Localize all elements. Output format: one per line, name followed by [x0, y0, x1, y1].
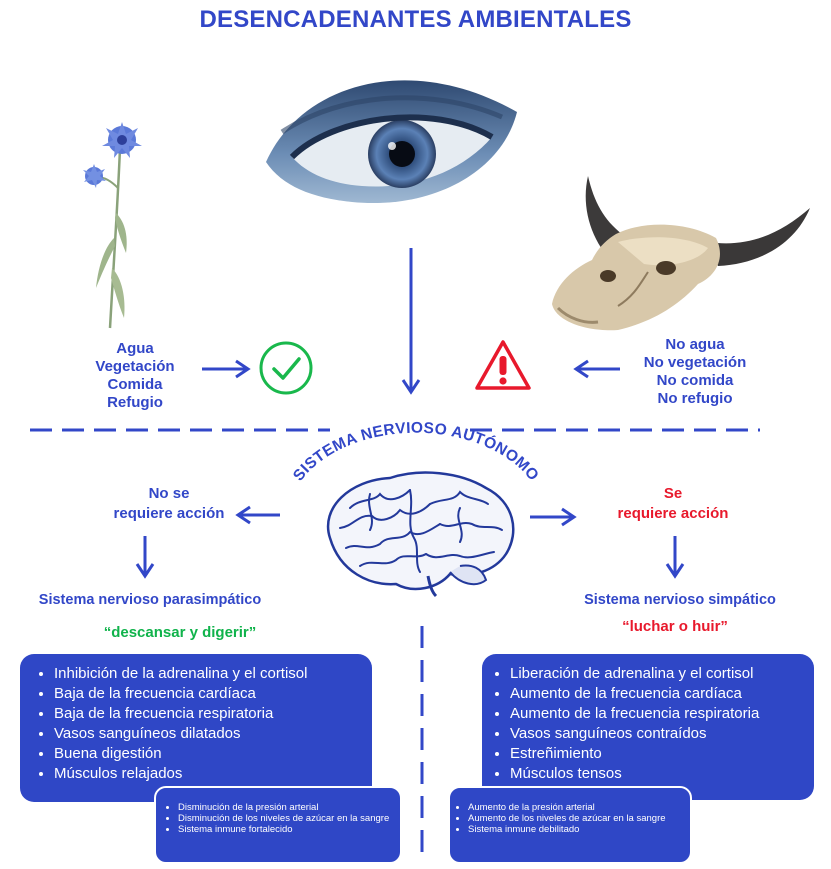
parasympathetic-motto: “descansar y digerir”	[60, 624, 300, 641]
eye-icon	[262, 62, 524, 212]
arrow-down-icon	[400, 246, 422, 396]
effects-list: Liberación de adrenalina y el cortisol A…	[484, 664, 808, 784]
brain-icon	[310, 468, 522, 598]
condition-item: Refugio	[80, 394, 190, 412]
condition-item: Agua	[80, 340, 190, 358]
list-item: Vasos sanguíneos contraídos	[510, 724, 808, 744]
arrow-right-icon	[528, 506, 578, 528]
list-item: Baja de la frecuencia cardíaca	[54, 684, 364, 704]
parasympathetic-effects-box: Inhibición de la adrenalina y el cortiso…	[20, 654, 372, 802]
list-item: Aumento de la frecuencia respiratoria	[510, 704, 808, 724]
secondary-effects-list: Aumento de la presión arterial Aumento d…	[450, 802, 684, 835]
sympathetic-title: Sistema nervioso simpático	[560, 592, 800, 608]
list-item: Vasos sanguíneos dilatados	[54, 724, 364, 744]
condition-item: No refugio	[630, 390, 760, 408]
arrow-down-icon	[664, 534, 686, 580]
list-item: Músculos relajados	[54, 764, 364, 784]
parasympathetic-secondary-box: Disminución de la presión arterial Dismi…	[154, 786, 402, 864]
skull-icon	[548, 172, 814, 334]
sympathetic-secondary-box: Aumento de la presión arterial Aumento d…	[448, 786, 692, 864]
list-item: Baja de la frecuencia respiratoria	[54, 704, 364, 724]
arrow-down-icon	[134, 534, 156, 580]
list-item: Disminución de los niveles de azúcar en …	[178, 813, 394, 824]
secondary-effects-list: Disminución de la presión arterial Dismi…	[160, 802, 394, 835]
bad-conditions-list: No agua No vegetación No comida No refug…	[630, 336, 760, 408]
sympathetic-effects-box: Liberación de adrenalina y el cortisol A…	[482, 654, 814, 800]
list-item: Músculos tensos	[510, 764, 808, 784]
arrow-left-icon	[234, 504, 282, 526]
condition-item: No vegetación	[630, 354, 760, 372]
condition-item: Comida	[80, 376, 190, 394]
list-item: Estreñimiento	[510, 744, 808, 764]
right-decision: Se requiere acción	[598, 484, 748, 524]
condition-item: Vegetación	[80, 358, 190, 376]
list-item: Sistema inmune debilitado	[468, 824, 684, 835]
list-item: Aumento de los niveles de azúcar en la s…	[468, 813, 684, 824]
condition-item: No comida	[630, 372, 760, 390]
list-item: Inhibición de la adrenalina y el cortiso…	[54, 664, 364, 684]
list-item: Sistema inmune fortalecido	[178, 824, 394, 835]
list-item: Buena digestión	[54, 744, 364, 764]
arrow-left-icon	[572, 358, 622, 380]
list-item: Disminución de la presión arterial	[178, 802, 394, 813]
page-title: DESENCADENANTES AMBIENTALES	[0, 6, 831, 34]
parasympathetic-title: Sistema nervioso parasimpático	[20, 592, 280, 608]
effects-list: Inhibición de la adrenalina y el cortiso…	[28, 664, 364, 784]
vertical-divider	[418, 626, 426, 854]
list-item: Aumento de la presión arterial	[468, 802, 684, 813]
check-circle-icon	[258, 340, 314, 396]
good-conditions-list: Agua Vegetación Comida Refugio	[80, 340, 190, 412]
flower-icon	[74, 118, 164, 333]
sympathetic-motto: “luchar o huir”	[590, 618, 760, 635]
arrow-right-icon	[200, 358, 252, 380]
list-item: Liberación de adrenalina y el cortisol	[510, 664, 808, 684]
warning-triangle-icon	[474, 338, 532, 392]
left-decision: No se requiere acción	[104, 484, 234, 524]
condition-item: No agua	[630, 336, 760, 354]
list-item: Aumento de la frecuencia cardíaca	[510, 684, 808, 704]
